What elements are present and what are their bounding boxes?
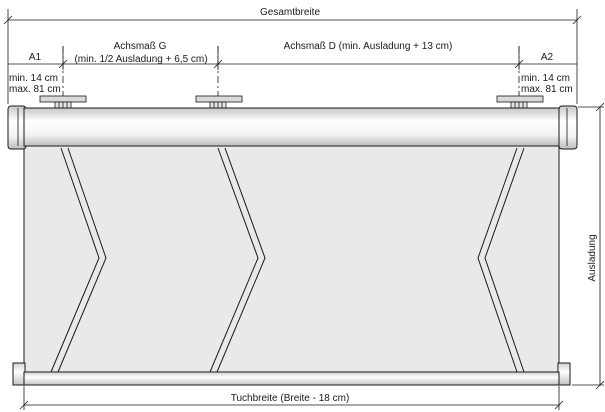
fabric-width-label: Tuchbreite (Breite - 18 cm) <box>231 393 350 404</box>
a1-label: A1 <box>29 52 42 63</box>
total-width-label: Gesamtbreite <box>260 7 320 18</box>
left-min-note: min. 14 cm <box>9 73 58 84</box>
fabric-width-dimension: Tuchbreite (Breite - 18 cm) <box>19 386 564 410</box>
achsmass-g-note: (min. 1/2 Ausladung + 6,5 cm) <box>74 54 207 65</box>
achsmass-g-label: Achsmaß G <box>114 41 167 52</box>
front-bar <box>12 362 571 386</box>
right-min-note: min. 14 cm <box>521 73 570 84</box>
folding-arm-right <box>477 147 525 373</box>
awning-fabric <box>23 144 560 373</box>
cassette-tube <box>7 105 578 150</box>
folding-arm-center <box>209 147 266 373</box>
folding-arm-left <box>50 147 107 373</box>
right-max-note: max. 81 cm <box>521 84 573 95</box>
achsmass-d-label: Achsmaß D (min. Ausladung + 13 cm) <box>284 41 453 52</box>
left-max-note: max. 81 cm <box>9 84 61 95</box>
projection-label: Ausladung <box>587 234 598 281</box>
total-width-dimension: Gesamtbreite <box>3 7 582 104</box>
a2-label: A2 <box>541 52 554 63</box>
wall-bracket-right <box>496 95 544 111</box>
projection-dimension: Ausladung <box>572 102 605 390</box>
axis-spacing-dimension: A1 A2 Achsmaß G (min. 1/2 Ausladung + 6,… <box>8 41 577 70</box>
bracket-range-notes: min. 14 cm max. 81 cm min. 14 cm max. 81… <box>9 73 573 95</box>
